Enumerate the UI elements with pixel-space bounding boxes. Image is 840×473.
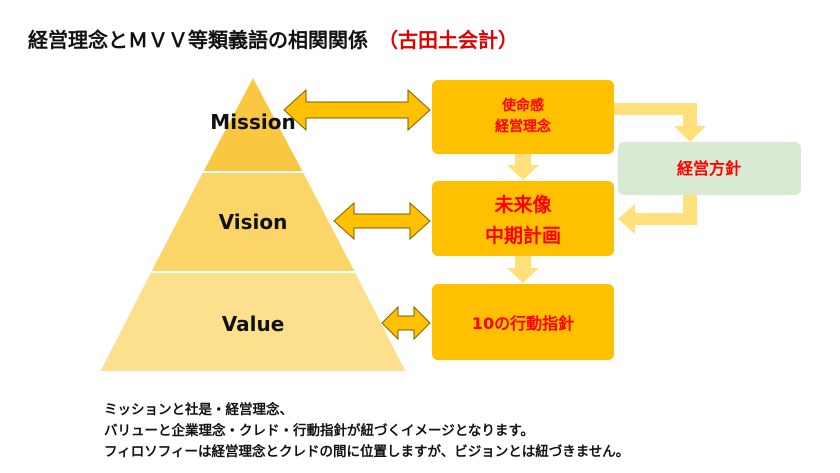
pyramid-label-vision: Vision: [219, 210, 288, 234]
pyramid-label-mission: Mission: [210, 110, 295, 134]
page-title: 経営理念とＭＶＶ等類義語の相関関係 （古田土会計）: [28, 24, 518, 53]
box-value: [432, 284, 614, 360]
flow-arrow-policy-to-vision: [618, 195, 697, 234]
box-value-label: 10の行動指針: [472, 314, 574, 333]
box-mission: [432, 80, 614, 154]
box-vision-line1: 未来像: [493, 193, 552, 216]
notes: ミッションと社是・経営理念、 バリューと企業理念・クレド・行動指針が紐づくイメー…: [104, 400, 629, 463]
pyramid-label-value: Value: [222, 312, 285, 336]
note-line-2: バリューと企業理念・クレド・行動指針が紐づくイメージとなります。: [104, 423, 534, 439]
box-policy: [618, 142, 801, 195]
flow-arrow-mission-to-vision: [507, 154, 539, 180]
note-line-1: ミッションと社是・経営理念、: [104, 402, 293, 418]
flow-arrow-vision-to-value: [507, 256, 539, 283]
box-mission-line1: 使命感: [501, 97, 544, 114]
double-arrow-vision: [333, 201, 431, 241]
title-note: （古田土会計）: [378, 28, 518, 52]
flow-arrow-mission-to-policy: [614, 103, 706, 142]
double-arrow-mission: [283, 88, 431, 132]
box-vision: [432, 181, 614, 256]
note-line-3: フィロソフィーは経営理念とクレドの間に位置しますが、ビジョンとは紐づきません。: [104, 444, 630, 460]
double-arrow-value: [381, 305, 431, 341]
box-vision-line2: 中期計画: [485, 224, 561, 247]
title-main: 経営理念とＭＶＶ等類義語の相関関係: [28, 28, 368, 52]
box-mission-line2: 経営理念: [495, 118, 552, 135]
box-policy-label: 経営方針: [677, 159, 741, 178]
pyramid-bottom-tier: [97, 271, 409, 373]
